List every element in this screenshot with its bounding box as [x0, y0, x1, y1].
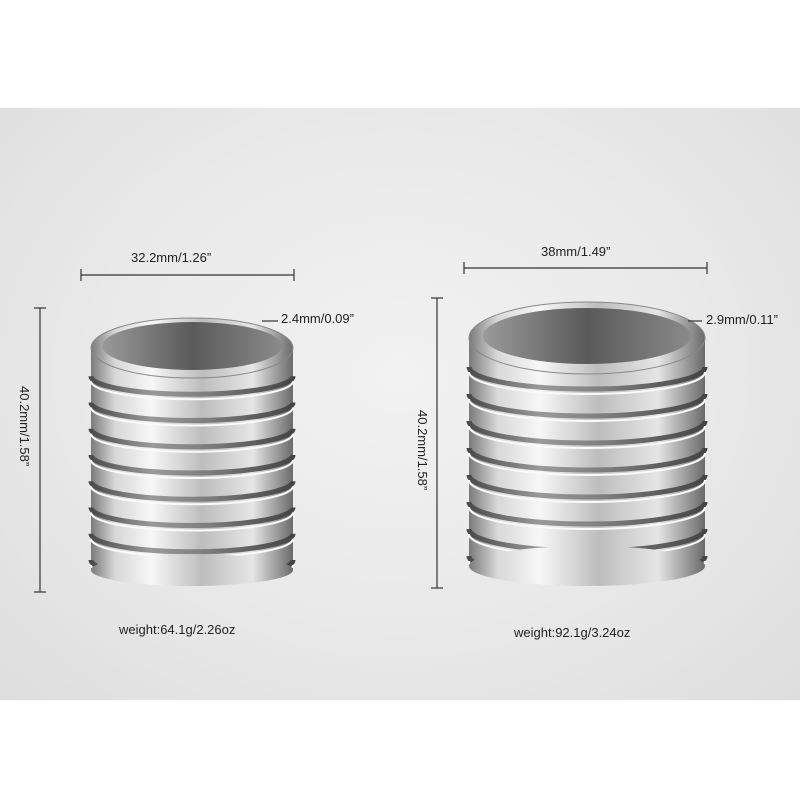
ring-large	[466, 301, 708, 586]
ring-highlight	[90, 486, 294, 506]
weight-label-large: weight:92.1g/3.24oz	[514, 625, 631, 640]
ring-groove	[88, 480, 296, 502]
width-label-small: 32.2mm/1.26”	[131, 250, 212, 265]
ring-groove	[88, 428, 296, 450]
width-label-large: 38mm/1.49”	[541, 244, 611, 259]
ring-highlight	[90, 381, 294, 401]
ring-groove	[466, 393, 708, 419]
ring-groove	[88, 375, 296, 397]
ring-groove	[88, 401, 296, 423]
ring-groove	[88, 533, 296, 555]
ring-highlight	[90, 512, 294, 532]
ring-groove	[466, 474, 708, 500]
ring-highlight	[90, 407, 294, 427]
ring-groove	[466, 366, 708, 392]
ring-groove	[466, 447, 708, 473]
ring-highlight	[468, 371, 706, 395]
ring-highlight	[90, 459, 294, 479]
ring-groove	[88, 506, 296, 528]
thickness-label-large: 2.9mm/0.11”	[706, 312, 779, 327]
ring-highlight	[468, 479, 706, 503]
height-label-small: 40.2mm/1.58”	[17, 386, 32, 467]
ring-small	[88, 317, 296, 586]
dimension-lines-small	[34, 269, 295, 593]
dimension-lines-large	[431, 262, 708, 589]
ring-highlight	[468, 506, 706, 530]
height-label-large: 40.2mm/1.58”	[415, 410, 430, 491]
ring-highlight	[468, 398, 706, 422]
ring-groove	[466, 420, 708, 446]
ring-groove	[466, 501, 708, 527]
thickness-label-small: 2.4mm/0.09”	[281, 311, 354, 326]
ring-groove	[88, 454, 296, 476]
ring-highlight	[468, 425, 706, 449]
ring-highlight	[468, 452, 706, 476]
ring-highlight	[90, 433, 294, 453]
weight-label-small: weight:64.1g/2.26oz	[119, 622, 236, 637]
